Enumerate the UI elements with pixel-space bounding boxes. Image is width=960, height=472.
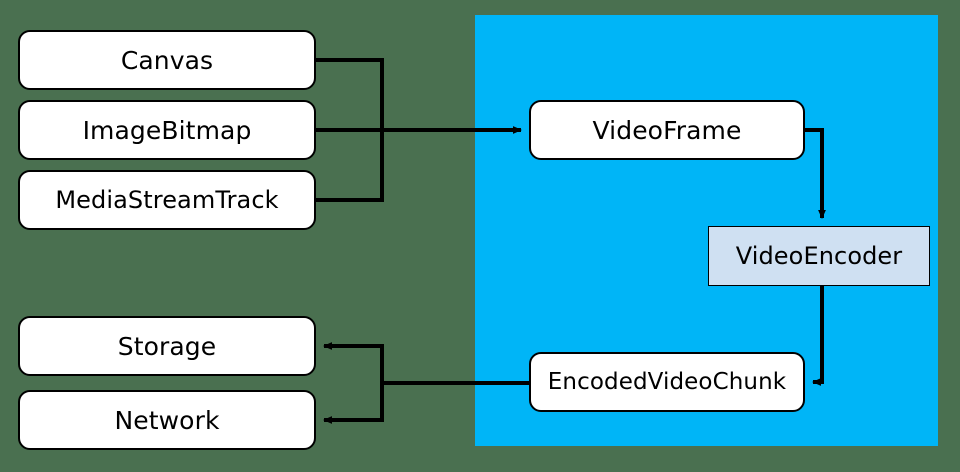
node-imagebitmap[interactable]: ImageBitmap <box>18 100 316 160</box>
node-network-label: Network <box>114 405 220 435</box>
node-mediastreamtrack[interactable]: MediaStreamTrack <box>18 170 316 230</box>
node-canvas-label: Canvas <box>120 45 214 75</box>
node-imagebitmap-label: ImageBitmap <box>82 115 252 145</box>
node-encodedvideochunk-label: EncodedVideoChunk <box>547 368 787 395</box>
node-canvas[interactable]: Canvas <box>18 30 316 90</box>
edge-mediastreamtrack-to-videoframe <box>316 130 384 202</box>
node-videoframe-label: VideoFrame <box>592 115 742 145</box>
node-videoencoder[interactable]: VideoEncoder <box>708 226 930 286</box>
edge-canvas-to-videoframe <box>316 58 384 130</box>
node-storage-label: Storage <box>117 331 217 361</box>
node-mediastreamtrack-label: MediaStreamTrack <box>55 186 279 214</box>
node-network[interactable]: Network <box>18 390 316 450</box>
node-encodedvideochunk[interactable]: EncodedVideoChunk <box>529 352 805 412</box>
edge-bus-to-network <box>323 383 384 424</box>
edge-bus-to-storage <box>323 342 384 383</box>
node-videoframe[interactable]: VideoFrame <box>529 100 805 160</box>
node-storage[interactable]: Storage <box>18 316 316 376</box>
node-videoencoder-label: VideoEncoder <box>735 242 903 270</box>
